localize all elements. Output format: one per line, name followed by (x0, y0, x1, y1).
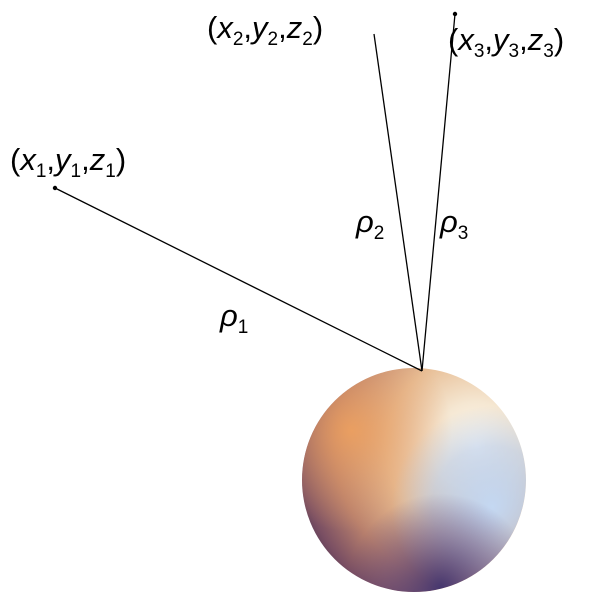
point1-marker (52, 185, 58, 191)
point3-label: (x3,y3,z3) (448, 22, 564, 62)
sphere (302, 368, 526, 592)
rho1-label: ρ1 (219, 298, 248, 338)
rho3-label: ρ3 (439, 204, 468, 244)
rho2-label: ρ2 (355, 204, 384, 244)
point1-label: (x1,y1,z1) (10, 142, 126, 182)
rho1-line (54, 187, 423, 372)
rho3-line (421, 13, 456, 372)
rho2-line (373, 33, 423, 372)
point3-marker (452, 11, 458, 17)
point2-label: (x2,y2,z2) (207, 10, 323, 50)
